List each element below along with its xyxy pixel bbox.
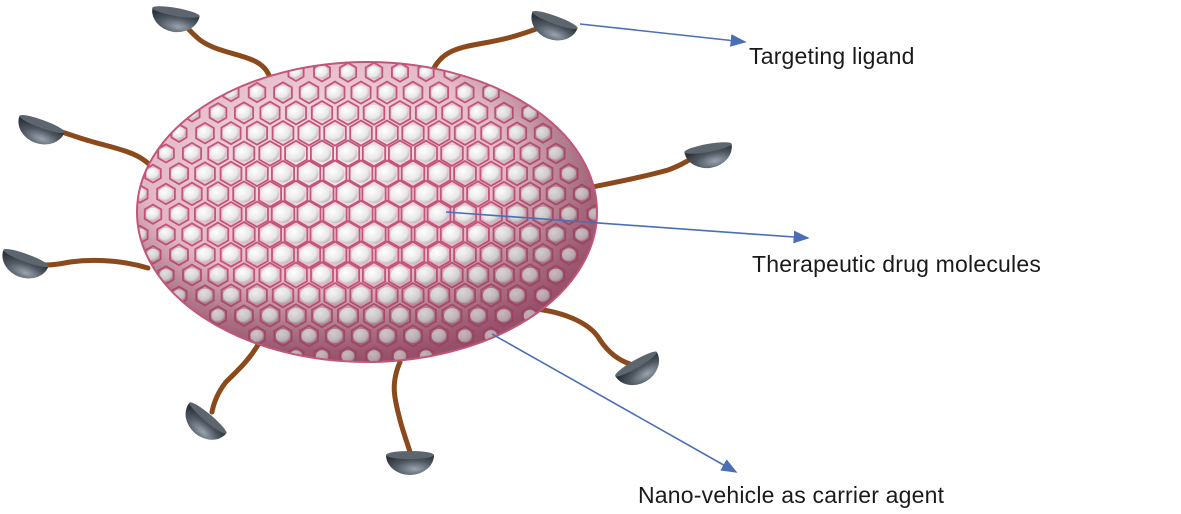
arrow-nano-vehicle [491,333,738,473]
label-nano-vehicle: Nano-vehicle as carrier agent [638,482,945,508]
ligand-cap [18,114,65,145]
arrow-therapeutic-drug [445,211,810,244]
label-therapeutic-drug-molecules: Therapeutic drug molecules [752,251,1042,277]
label-targeting-ligand: Targeting ligand [749,43,915,69]
ligand-cap [2,248,49,279]
ligand-cap [531,10,578,41]
ligand-stem [522,305,633,367]
ligand-cap [615,351,660,386]
ligand-cap [684,142,732,169]
ligand-stem [391,359,413,455]
nano-vehicle-sphere [136,61,598,363]
ligand-cap [152,6,200,33]
ligand-stem [429,19,555,75]
ligand-stem [209,335,265,415]
ligand-caps [2,6,732,475]
annotation-arrows [445,23,810,473]
arrow-targeting-ligand [579,23,747,47]
ligand-stems [27,11,707,455]
ligand-cap [185,402,227,440]
ligand-cap [386,451,434,475]
